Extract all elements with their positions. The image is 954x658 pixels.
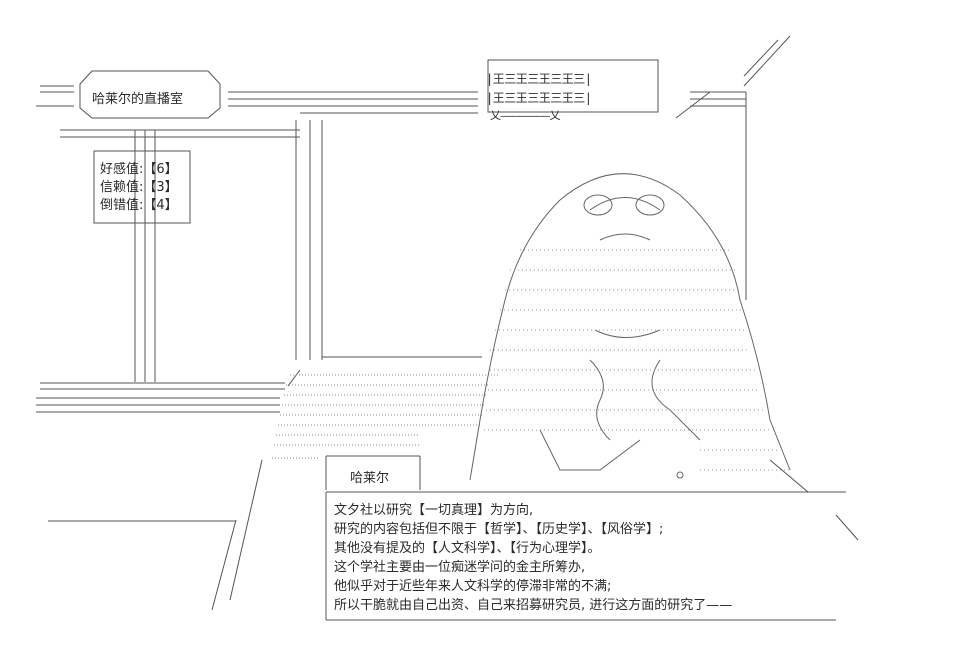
stat-trust-value: 【3】 (143, 180, 178, 195)
stat-trust-label: 信赖值 (100, 180, 140, 195)
diagonal-strokes (211, 35, 859, 611)
character-figure (469, 173, 791, 481)
narration-line-4: 这个学社主要由一位痴迷学问的金主所筹办, (334, 560, 586, 575)
stat-perversion: 倒错值:【4】 (100, 198, 178, 213)
stat-perversion-value: 【4】 (143, 198, 178, 213)
narration-line-1: 文夕社以研究【一切真理】为方向, (334, 503, 534, 518)
stream-title: 哈莱尔的直播室 (92, 92, 184, 107)
stage-floor (272, 374, 500, 459)
narration-line-3: 其他没有提及的【人文科学】、【行为心理学】。 (334, 541, 601, 556)
stat-favor-value: 【6】 (143, 162, 178, 177)
title-box-outline (79, 70, 221, 119)
figure-shading (484, 249, 790, 471)
banner-caption: 乂――――――――乂 (490, 109, 560, 122)
narration-line-6: 所以干脆就由自己出资、自己来招募研究员, 进行这方面的研究了—— (334, 598, 733, 613)
narration-line-2: 研究的内容包括但不限于【哲学】、【历史学】、【风俗学】; (334, 522, 664, 537)
stat-favor-label: 好感值 (100, 162, 140, 177)
dialog-frame (48, 455, 846, 621)
left-rails (36, 85, 300, 413)
stats-box-outline (93, 150, 191, 224)
top-rails (228, 91, 746, 114)
narration-line-5: 他似乎对于近些年来人文科学的停滞非常的不满; (334, 579, 612, 594)
stat-perversion-label: 倒错值 (100, 198, 140, 213)
stat-favor: 好感值:【6】 (100, 162, 178, 177)
pillars (134, 92, 747, 382)
banner-row-2: |王三王三王三王三| (486, 91, 592, 105)
speaker-name: 哈莱尔 (350, 471, 390, 486)
banner-box-outline (487, 59, 659, 113)
banner-row-1: |王三王三王三王三| (486, 72, 592, 86)
stat-trust: 信赖值:【3】 (100, 180, 178, 195)
